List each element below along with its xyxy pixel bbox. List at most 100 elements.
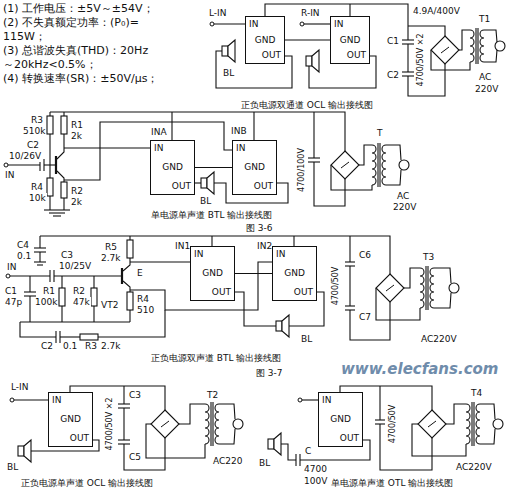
part-label: 510	[136, 305, 155, 316]
part-label: R3	[30, 115, 44, 126]
part-label: C7	[358, 312, 372, 323]
resistor-symbol	[127, 292, 133, 310]
transformer-coil	[476, 404, 480, 444]
wire	[20, 321, 130, 322]
part-label: C	[304, 446, 312, 457]
wire	[57, 134, 64, 159]
part-label: AC	[478, 72, 492, 83]
pin-label: GND	[202, 268, 223, 279]
wire	[402, 39, 414, 40]
wire	[39, 236, 40, 248]
part-label: T	[376, 128, 384, 139]
wire	[408, 26, 445, 36]
speaker-cone	[282, 315, 289, 337]
wire	[20, 322, 56, 337]
wire	[302, 23, 330, 24]
part-label: 510k	[22, 126, 46, 137]
part-label: 47k	[72, 297, 91, 308]
pin-label: GND	[340, 35, 361, 46]
part-label: C2	[40, 341, 54, 352]
part-label: INA	[150, 127, 168, 138]
amplifier-ic: INGNDOUT	[190, 246, 235, 301]
wire	[63, 112, 64, 116]
diode-mark	[441, 47, 449, 53]
pin-label: OUT	[340, 433, 359, 444]
wire	[24, 291, 36, 292]
part-label: 4700/50V	[331, 266, 341, 307]
input-terminal	[298, 398, 302, 402]
wire	[49, 196, 50, 210]
part-label: 0.1	[62, 341, 78, 352]
pin-label: IN	[52, 395, 61, 406]
part-label: R5	[104, 242, 118, 253]
part-label: ～20kHz<0.5%；	[2, 58, 98, 71]
diode-mark	[386, 285, 394, 291]
pin-label: OUT	[254, 181, 273, 192]
part-label: AC220	[212, 456, 243, 467]
wire	[64, 122, 232, 180]
pin-label: IN	[154, 143, 163, 154]
wire	[484, 30, 497, 42]
pin-label: GND	[330, 414, 351, 425]
part-label: 4700/50V ×2	[105, 396, 115, 451]
wire	[402, 71, 414, 72]
wire	[49, 134, 50, 178]
part-label: T2	[206, 390, 219, 401]
wire	[459, 30, 470, 50]
mains-plug	[399, 160, 409, 170]
transformer-coil	[480, 30, 484, 62]
part-label: C1	[386, 36, 400, 47]
wire	[123, 386, 124, 404]
wire	[64, 147, 150, 148]
wire	[171, 112, 172, 140]
speaker-cone	[228, 40, 235, 62]
wire	[54, 275, 122, 276]
wire	[57, 171, 64, 182]
pin-label: OUT	[347, 50, 366, 61]
wire	[93, 276, 94, 288]
wire	[349, 266, 350, 306]
mains-plug	[495, 41, 505, 51]
part-label: E	[136, 268, 144, 279]
ground-link-wire	[235, 273, 272, 274]
amplifier-ic: INGNDOUT	[48, 392, 93, 447]
part-label: (2) 不失真额定功率：(P₀)=	[2, 16, 140, 29]
wire	[129, 310, 130, 322]
wire	[471, 402, 472, 446]
wire	[211, 236, 212, 246]
wire	[345, 305, 355, 306]
resistor-symbol	[61, 116, 67, 134]
input-terminal	[6, 274, 10, 278]
speaker-symbol	[268, 439, 274, 449]
part-label: C3	[60, 250, 74, 261]
part-label: 10k	[28, 193, 47, 204]
wire	[313, 112, 314, 158]
resistor-symbol	[61, 182, 67, 198]
transistor-base	[121, 268, 123, 284]
wire	[44, 164, 56, 165]
part-label: L-IN	[10, 382, 30, 393]
pin-label: GND	[162, 162, 183, 173]
transformer-coil	[205, 404, 209, 444]
part-label: BL	[199, 196, 212, 207]
transformer-coil	[372, 145, 376, 185]
part-label: 4700/50V	[388, 404, 398, 445]
wire	[44, 209, 70, 210]
part-label: VT2	[100, 300, 119, 311]
part-label: 4700/100V	[297, 147, 307, 193]
pin-label: OUT	[262, 50, 281, 61]
pin-label: IN	[276, 249, 285, 260]
part-label: 0.1	[16, 251, 32, 262]
part-label: (4) 转换速率(SR)：±50V/μs；	[2, 72, 159, 85]
pin-label: IN	[194, 249, 203, 260]
wire	[377, 143, 378, 187]
wire	[63, 198, 64, 210]
part-label: 正负电源双声道 BTL 输出接线图	[150, 353, 282, 364]
part-label: R-IN	[300, 8, 321, 19]
part-label: 220V	[474, 84, 499, 95]
wire	[300, 399, 318, 400]
part-label: IN2	[256, 241, 273, 252]
wire	[12, 399, 48, 400]
amplifier-ic: INGNDOUT	[245, 16, 285, 64]
part-label: AC220V	[420, 334, 458, 345]
